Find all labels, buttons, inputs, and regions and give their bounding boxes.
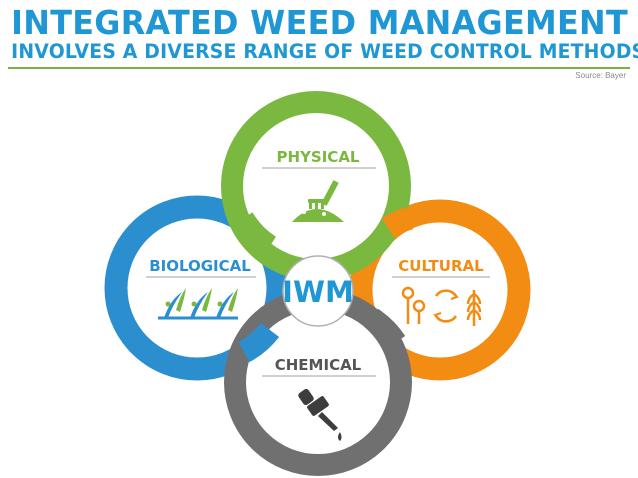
page-subtitle: INVOLVES A DIVERSE RANGE OF WEED CONTROL…: [11, 40, 638, 63]
page-title: INTEGRATED WEED MANAGEMENT: [11, 3, 628, 42]
source-credit: Source: Bayer: [575, 71, 626, 80]
iwm-label: IWM: [282, 275, 354, 309]
cultural-label: CULTURAL: [398, 257, 484, 275]
biological-label: BIOLOGICAL: [149, 257, 251, 275]
ring-biological: [104, 195, 290, 381]
chemical-label: CHEMICAL: [275, 356, 362, 374]
weed-plants-icon: [158, 288, 238, 320]
iwm-center: IWM: [282, 255, 354, 327]
dropper-icon: [298, 389, 342, 441]
physical-label: PHYSICAL: [277, 148, 360, 166]
title-divider: [8, 67, 630, 69]
flower-cycle-wheat-icon: [401, 286, 482, 326]
rake-soil-icon: [292, 180, 344, 222]
